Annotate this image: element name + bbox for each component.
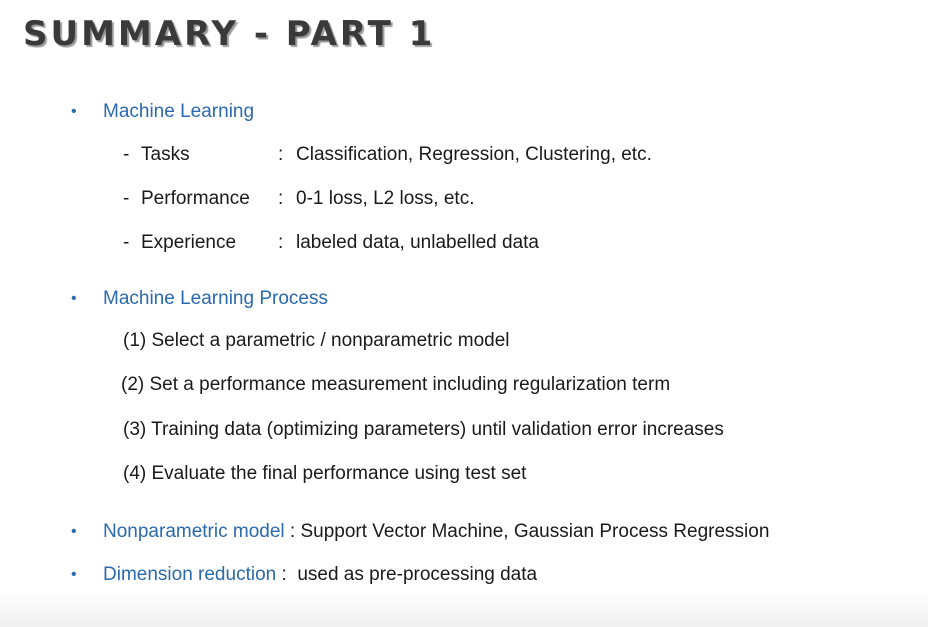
process-heading: Machine Learning Process: [103, 288, 328, 309]
bullet-icon: •: [71, 290, 77, 307]
dimred-text: used as pre-processing data: [297, 564, 538, 585]
dimred-heading: Dimension reduction: [103, 564, 277, 585]
process-step-4: (4) Evaluate the final performance using…: [123, 463, 527, 484]
bullet-icon: •: [71, 103, 77, 120]
nonparam-line: Nonparametric model : Support Vector Mac…: [103, 520, 769, 544]
dimred-line: Dimension reduction : used as pre-proces…: [103, 563, 537, 587]
bullet-icon: •: [71, 566, 77, 583]
slide-title: SUMMARY - PART 1: [23, 14, 436, 54]
item-colon: :: [278, 188, 284, 209]
item-colon: :: [278, 232, 284, 253]
ml-heading: Machine Learning: [103, 101, 255, 122]
item-label: Performance: [141, 188, 250, 209]
nonparam-text: Support Vector Machine, Gaussian Process…: [300, 521, 770, 542]
process-step-3: (3) Training data (optimizing parameters…: [123, 419, 724, 440]
item-text: 0-1 loss, L2 loss, etc.: [296, 188, 475, 209]
ml-item-tasks: -Tasks : Classification, Regression, Clu…: [123, 143, 743, 167]
nonparam-heading: Nonparametric model: [103, 521, 285, 542]
dash: -: [123, 188, 130, 209]
process-step-2: (2) Set a performance measurement includ…: [121, 374, 671, 395]
ml-item-experience: -Experience : labeled data, unlabelled d…: [123, 231, 743, 255]
item-colon: :: [278, 144, 284, 165]
process-step-1: (1) Select a parametric / nonparametric …: [123, 330, 510, 351]
dash: -: [123, 232, 130, 253]
item-label: Experience: [141, 232, 237, 253]
item-label: Tasks: [141, 144, 190, 165]
dimred-sep: :: [276, 564, 298, 585]
item-text: labeled data, unlabelled data: [296, 232, 539, 253]
nonparam-sep: :: [284, 521, 301, 542]
ml-item-performance: -Performance : 0-1 loss, L2 loss, etc.: [123, 187, 743, 211]
bullet-icon: •: [71, 523, 77, 540]
dash: -: [123, 144, 130, 165]
item-text: Classification, Regression, Clustering, …: [296, 144, 652, 165]
